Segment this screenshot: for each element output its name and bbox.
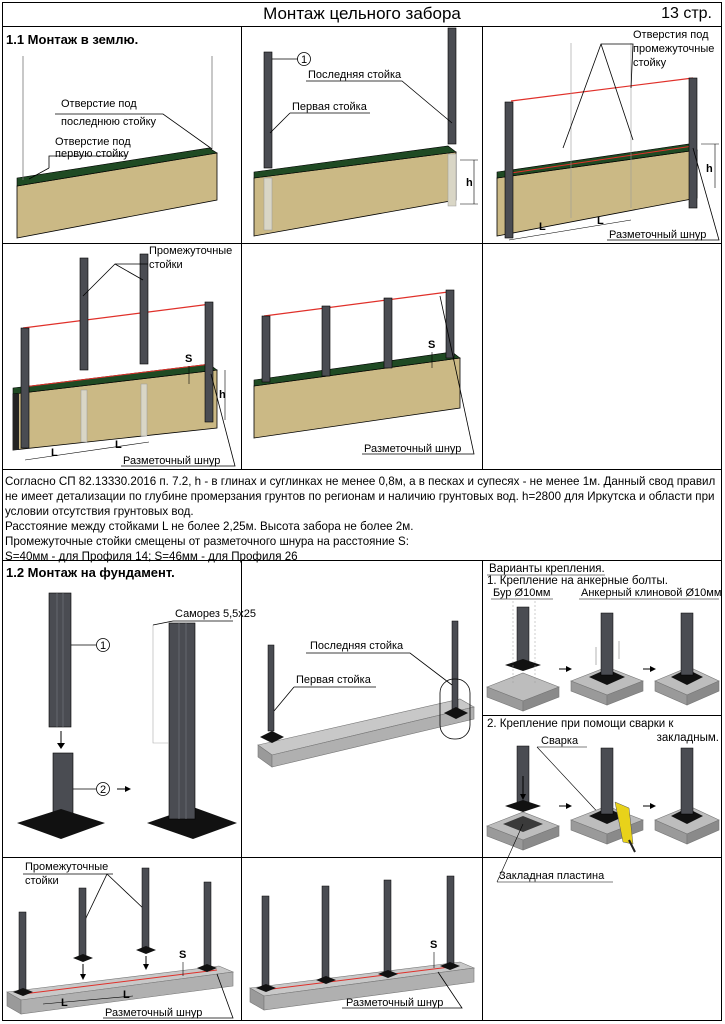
figure-intermediate-posts: Промежуточные стойки S h L L Разметочный… [3, 244, 241, 469]
label-anchor: Анкерный клиновой Ø10мм [581, 587, 721, 599]
callout-2: 2 [100, 784, 106, 796]
label-S: S [430, 939, 437, 951]
label-mid-posts-2: стойки [149, 259, 183, 271]
note-depth: Согласно СП 82.13330.2016 п. 7.2, h - в … [5, 475, 716, 518]
grid-line [482, 27, 483, 469]
label-mid-posts-1: Промежуточные [25, 861, 108, 873]
page-header: Монтаж цельного забора 13 стр. [2, 2, 722, 27]
grid-line [2, 243, 722, 244]
label-hole-first-1: Отверстие под [55, 136, 131, 148]
label-screw: Саморез 5,5x25 [175, 608, 256, 620]
label-hole-first-2: первую стойку [55, 148, 129, 160]
figure-foundation-posts: Последняя стойка Первая стойка [242, 561, 482, 857]
figure-ground-holes: Отверстие под последнюю стойку Отверстие… [3, 28, 241, 242]
label-h: h [466, 177, 473, 189]
grid-line [241, 560, 242, 1021]
label-option-1: 1. Крепление на анкерные болты. [487, 575, 668, 587]
note-offset: Промежуточные стойки смещены от разметоч… [5, 535, 409, 548]
grid-line [2, 469, 722, 470]
label-L: L [115, 439, 122, 451]
label-holes-mid-3: стойку [633, 57, 667, 69]
grid-line [241, 27, 242, 469]
notes-text: Согласно СП 82.13330.2016 п. 7.2, h - в … [5, 474, 720, 564]
figure-post-assembly: 1 2 Саморез 5,5x25 [3, 561, 256, 857]
label-first-post: Первая стойка [292, 101, 368, 113]
label-first-post: Первая стойка [296, 674, 372, 686]
figure-cord-marking: Отверстия под промежуточные стойку L L h… [483, 28, 722, 242]
label-L: L [51, 447, 58, 459]
label-marker-cord: Разметочный шнур [364, 443, 461, 455]
label-weld: Сварка [541, 735, 579, 747]
label-drill: Бур Ø10мм [493, 587, 550, 599]
label-mid-posts-2: стойки [25, 875, 59, 887]
label-L: L [597, 215, 604, 227]
section-title-ground: 1.1 Монтаж в землю. [6, 32, 139, 47]
figure-all-posts: S Разметочный шнур [242, 244, 482, 469]
label-marker-cord: Разметочный шнур [609, 229, 706, 241]
section-title-foundation: 1.2 Монтаж на фундамент. [6, 565, 175, 580]
note-spacing: Расстояние между стойками L не более 2,2… [5, 520, 414, 533]
label-last-post: Последняя стойка [308, 69, 402, 81]
note-offset-values: S=40мм - для Профиля 14; S=46мм - для Пр… [5, 550, 298, 563]
label-S: S [185, 353, 192, 365]
callout-1: 1 [301, 54, 307, 66]
figure-plate-label: Закладная пластина [483, 858, 722, 1021]
label-S: S [428, 339, 435, 351]
label-S: S [179, 949, 186, 961]
label-holes-mid-1: Отверстия под [633, 29, 709, 41]
label-options-title: Варианты крепления. [489, 563, 605, 575]
label-marker-cord: Разметочный шнур [346, 997, 443, 1009]
grid-line [482, 715, 722, 716]
plate-leader [483, 716, 722, 886]
label-option-2-line1: 2. Крепление при помощи сварки к [487, 718, 674, 730]
label-L: L [61, 997, 68, 1009]
label-plate: Закладная пластина [499, 870, 605, 882]
callout-1: 1 [100, 640, 106, 652]
label-hole-last-1: Отверстие под [61, 98, 137, 110]
label-marker-cord: Разметочный шнур [123, 455, 220, 467]
grid-line [2, 857, 722, 858]
label-marker-cord: Разметочный шнур [105, 1007, 202, 1019]
label-last-post: Последняя стойка [310, 640, 404, 652]
label-holes-mid-2: промежуточные [633, 43, 714, 55]
figure-anchor-option: Варианты крепления. 1. Крепление на анке… [483, 561, 722, 715]
page-number: 13 стр. [661, 5, 712, 22]
grid-line [482, 560, 483, 1021]
label-h: h [706, 163, 713, 175]
figure-foundation-intermediate: Промежуточные стойки S L L Разметочный ш… [3, 858, 241, 1021]
page-title: Монтаж цельного забора [263, 4, 461, 23]
label-L: L [539, 221, 546, 233]
figure-foundation-all-posts: S Разметочный шнур [242, 858, 482, 1021]
label-option-2-line2: закладным. [657, 732, 719, 744]
label-h: h [219, 389, 226, 401]
label-mid-posts-1: Промежуточные [149, 245, 232, 257]
label-hole-last-2: последнюю стойку [61, 116, 157, 128]
label-L: L [123, 989, 130, 1001]
figure-first-last-posts: 1 Последняя стойка Первая стойка h [242, 27, 482, 242]
grid-line [2, 560, 722, 561]
